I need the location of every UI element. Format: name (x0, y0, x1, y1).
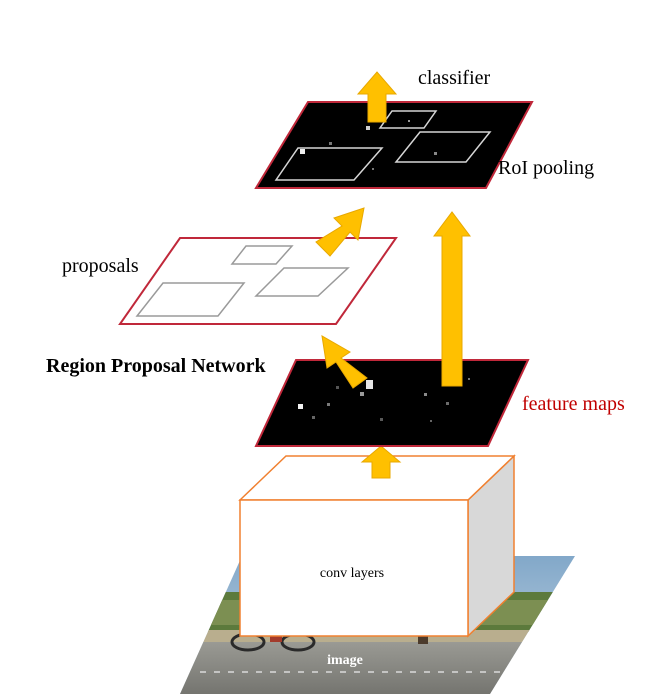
classifier-label: classifier (418, 67, 491, 89)
roi-pooling-label: RoI pooling (498, 157, 594, 179)
arrow-feature-maps-to-rpn (321, 335, 368, 389)
feature-maps-label: feature maps (522, 393, 625, 415)
conv-layers-label: conv layers (320, 566, 384, 581)
roi-pooling-plane (254, 101, 534, 189)
feature-maps-plane (254, 359, 530, 447)
conv-layers-box (238, 454, 516, 638)
proposals-label: proposals (62, 255, 139, 277)
proposals-plane (118, 237, 398, 325)
arrow-roi-pooling-to-classifier (356, 71, 398, 123)
arrow-feature-maps-to-roi-pooling (433, 211, 471, 387)
arrow-proposals-to-roi-pooling (315, 207, 365, 257)
image-label: image (327, 653, 363, 668)
arrow-conv-to-feature-maps (360, 445, 402, 479)
rpn-label: Region Proposal Network (46, 355, 266, 377)
